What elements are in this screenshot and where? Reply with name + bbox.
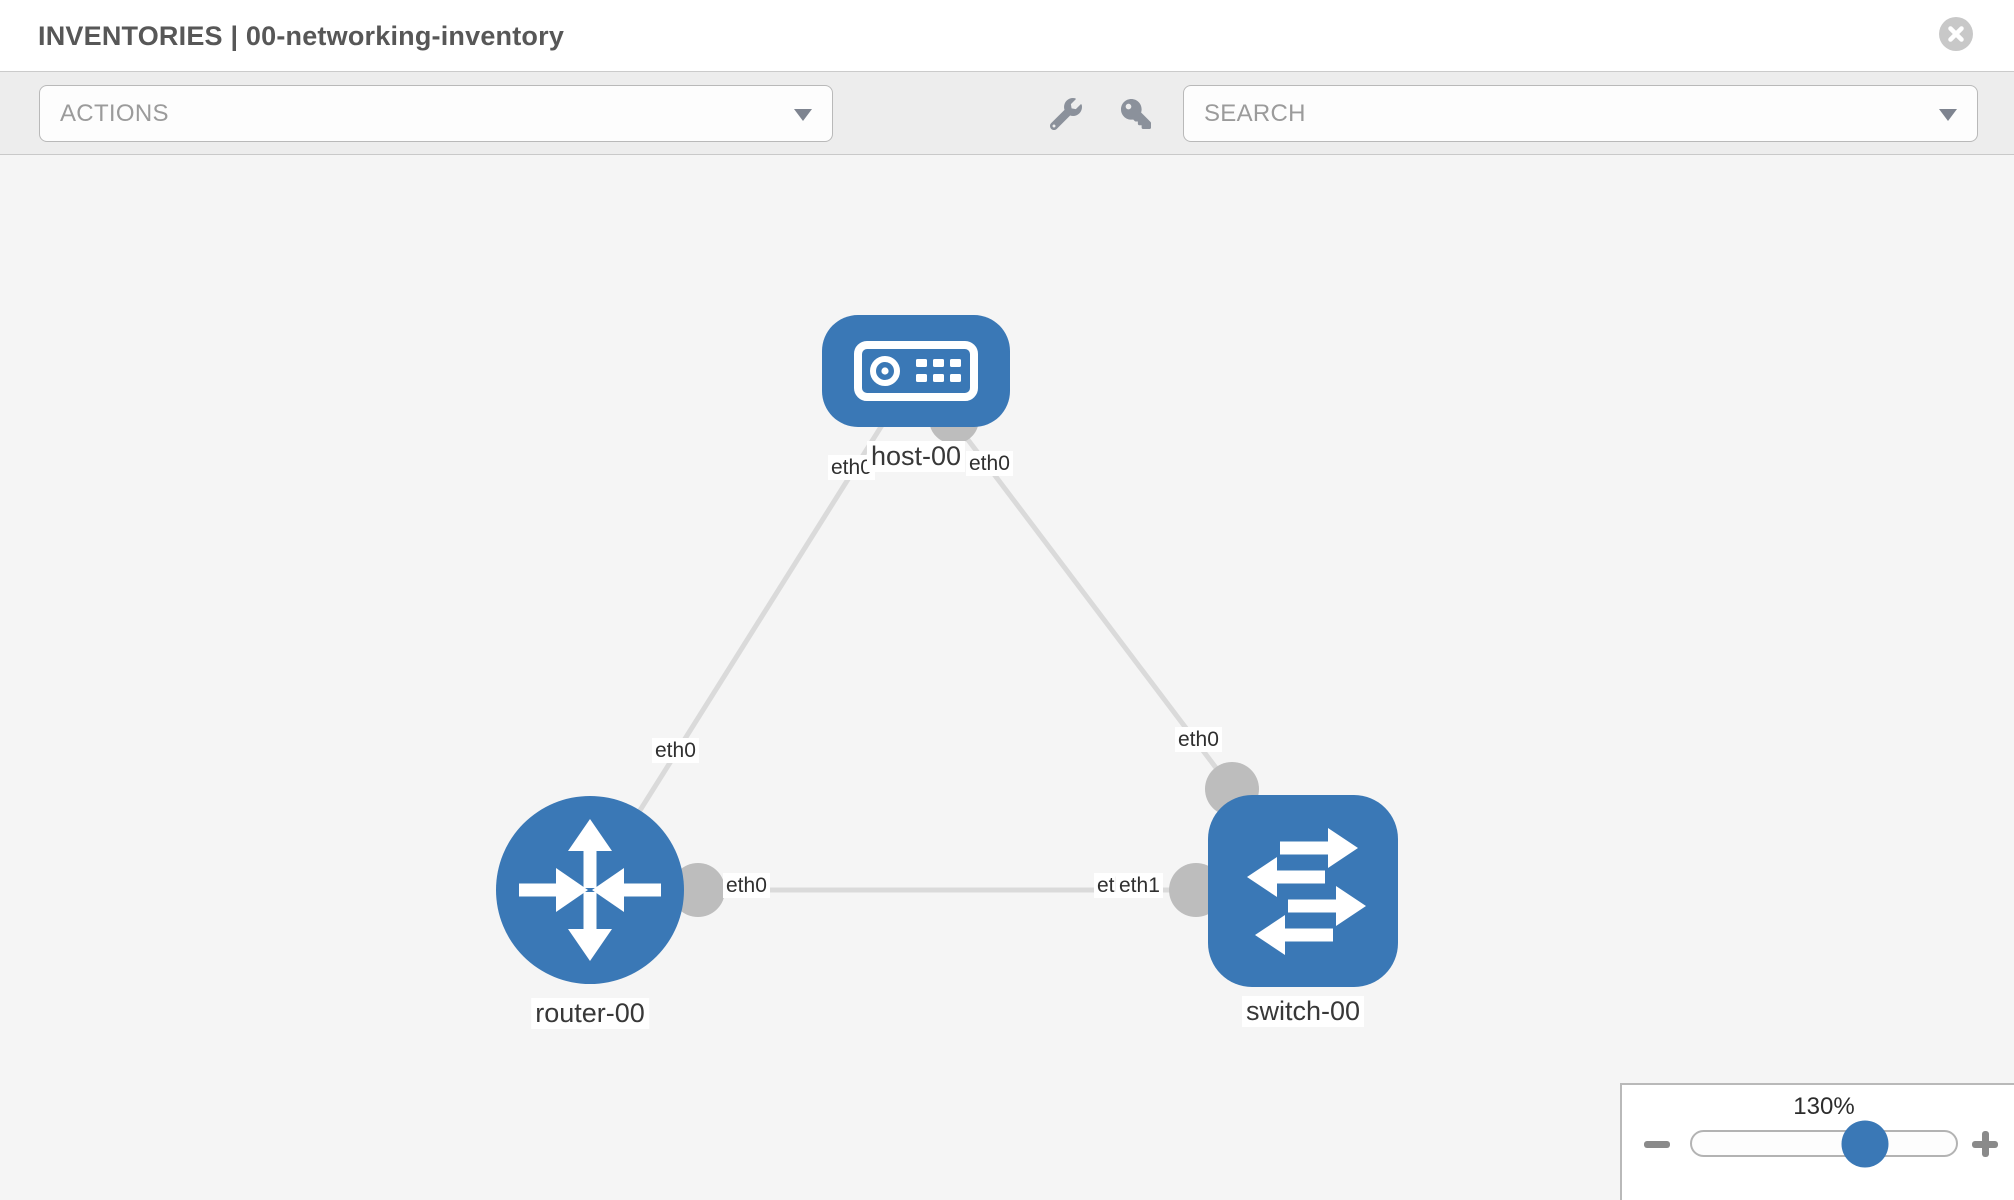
search-dropdown[interactable]: SEARCH	[1183, 85, 1978, 142]
minus-icon	[1644, 1141, 1670, 1148]
key-icon	[1121, 98, 1151, 129]
close-button[interactable]	[1939, 17, 1973, 51]
node-host[interactable]	[822, 315, 1010, 427]
zoom-control-panel: 130%	[1620, 1083, 2014, 1200]
page-title: INVENTORIES | 00-networking-inventory	[38, 21, 565, 51]
switch-icon	[1247, 828, 1366, 955]
chevron-down-icon	[1939, 108, 1957, 121]
node-label-router: router-00	[531, 998, 649, 1029]
zoom-out-button[interactable]	[1640, 1127, 1674, 1161]
node-label-host: host-00	[866, 441, 966, 472]
node-switch[interactable]	[1208, 795, 1398, 987]
interface-label: eth1	[1116, 873, 1163, 898]
key-button[interactable]	[1108, 85, 1164, 142]
plus-icon	[1982, 1131, 1989, 1157]
actions-dropdown[interactable]: ACTIONS	[39, 85, 833, 142]
interface-label: eth0	[1175, 727, 1222, 752]
host-icon	[854, 341, 978, 401]
zoom-level-label: 130%	[1793, 1093, 1855, 1120]
topology-canvas[interactable]: eth0 eth0 eth0 eth0 eth0 eth0 eth1 host-…	[0, 155, 2014, 1200]
router-icon	[519, 819, 661, 961]
interface-label: eth0	[723, 873, 770, 898]
actions-dropdown-label: ACTIONS	[60, 99, 169, 127]
header: INVENTORIES | 00-networking-inventory	[0, 0, 2014, 72]
interface-label: eth0	[966, 451, 1013, 476]
interface-label: eth0	[652, 738, 699, 763]
wrench-button[interactable]	[1038, 85, 1094, 142]
close-icon	[1948, 26, 1964, 42]
chevron-down-icon	[794, 108, 812, 121]
node-router[interactable]	[496, 796, 684, 984]
search-dropdown-label: SEARCH	[1204, 99, 1306, 127]
zoom-slider-handle[interactable]	[1841, 1120, 1889, 1167]
toolbar: ACTIONS SEARCH	[0, 72, 2014, 155]
port-router-eth0	[671, 863, 725, 917]
zoom-slider[interactable]	[1690, 1120, 1958, 1167]
wrench-icon	[1050, 97, 1082, 130]
zoom-in-button[interactable]	[1968, 1127, 2002, 1161]
link-host-switch[interactable]	[914, 369, 1234, 791]
node-label-switch: switch-00	[1241, 996, 1365, 1027]
